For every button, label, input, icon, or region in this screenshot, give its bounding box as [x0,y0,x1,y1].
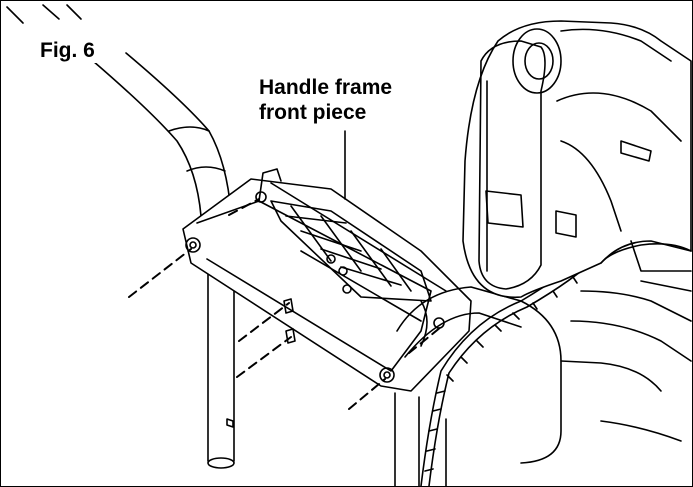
figure-label: Fig. 6 [37,39,98,63]
left-post [207,262,235,469]
console-grip [462,20,692,442]
handle-frame-front-piece [182,168,472,392]
callout-line-2: front piece [259,101,367,124]
dashed-guide-lines [128,198,442,410]
top-cables [6,4,82,24]
left-handlebar-tube [92,52,232,217]
part-callout: Handle frame front piece [259,75,393,125]
callout-line-1: Handle frame [259,76,393,99]
right-post [394,392,447,486]
